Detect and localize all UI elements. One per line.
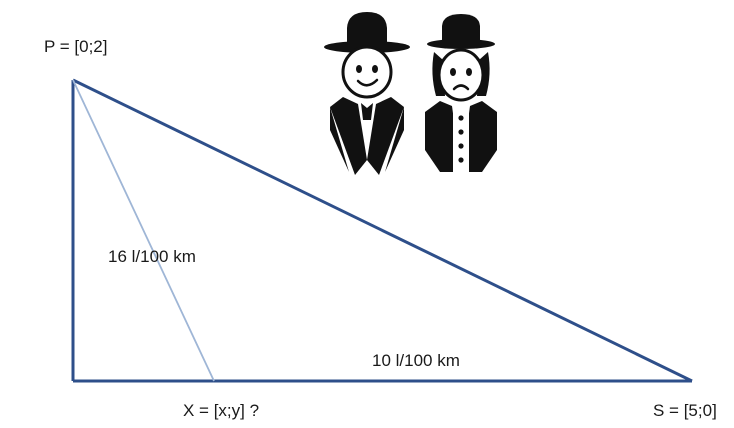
side-hypotenuse-direct-route [72,78,693,383]
segment-xs-label: 10 l/100 km [372,351,460,370]
worried-man-figure [425,14,497,172]
segment-px-label: 16 l/100 km [108,247,196,266]
point-x-label: X = [x;y] ? [183,401,259,420]
top-hat-icon [427,14,495,49]
worried-face-icon [437,48,485,102]
smiling-face-icon [341,45,393,99]
suit-icon [330,97,404,175]
route-p-to-x [72,79,215,382]
point-s-label: S = [5;0] [653,401,717,420]
point-p-label: P = [0;2] [44,37,107,56]
hair-icon [432,52,490,96]
coat-icon [425,101,497,172]
smiling-man-figure [324,12,410,175]
